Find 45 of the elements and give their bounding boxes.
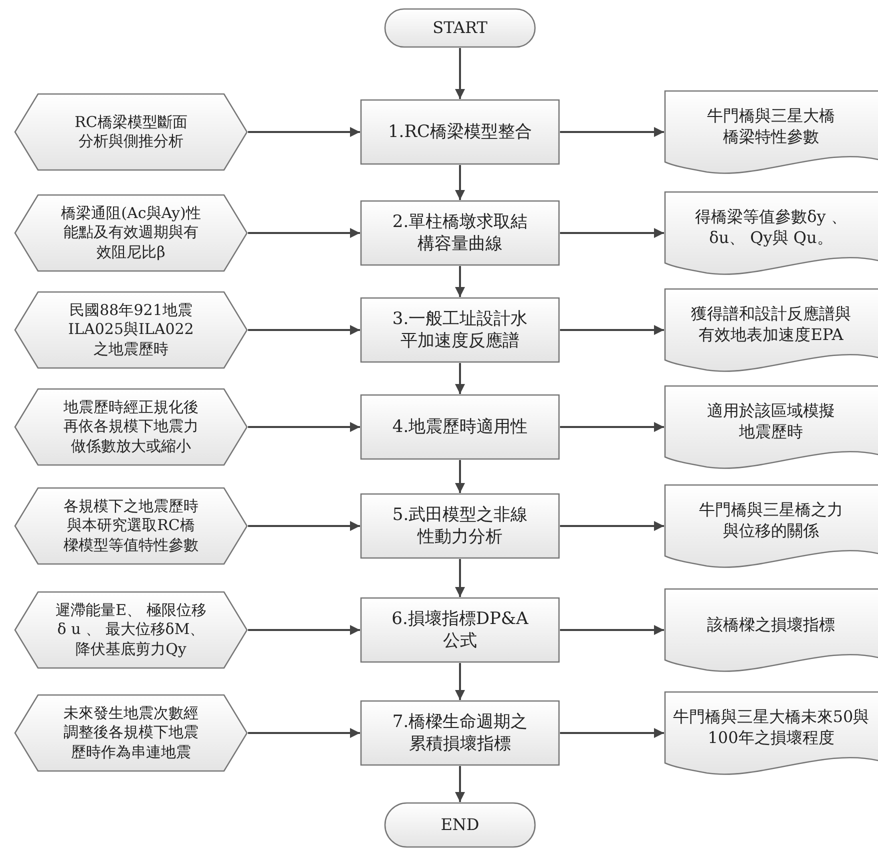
document-shape: 得橋梁等值參數δy 、 δu、 Qy與 Qu。 — [664, 191, 878, 277]
arrow — [560, 728, 664, 738]
arrow — [455, 559, 465, 597]
process-box: 6.損壞指標DP&A公式 — [360, 597, 560, 663]
process-box: 5.武田模型之非線性動力分析 — [360, 493, 560, 559]
arrow — [455, 363, 465, 394]
arrow — [560, 521, 664, 531]
terminal-box: START — [384, 8, 536, 48]
input-hexagon: 未來發生地震次數經調整後各規模下地震歷時作為串連地震 — [14, 694, 248, 772]
arrow — [248, 728, 360, 738]
arrow — [560, 127, 664, 137]
arrow — [560, 228, 664, 238]
arrow — [248, 521, 360, 531]
process-box: 2.單柱橋墩求取結構容量曲線 — [360, 200, 560, 266]
document-shape: 該橋樑之損壞指標 — [664, 588, 878, 674]
arrow — [560, 325, 664, 335]
document-shape: 牛門橋與三星橋之力與位移的關係 — [664, 484, 878, 570]
input-hexagon: 地震歷時經正規化後再依各規模下地震力做係數放大或縮小 — [14, 388, 248, 466]
process-box: 1.RC橋梁模型整合 — [360, 99, 560, 165]
arrow — [248, 127, 360, 137]
input-hexagon: 民國88年921地震ILA025與ILA022之地震歷時 — [14, 291, 248, 369]
arrow — [560, 422, 664, 432]
input-hexagon: RC橋梁模型斷面分析與側推分析 — [14, 93, 248, 171]
arrow — [455, 766, 465, 802]
document-shape: 牛門橋與三星大橋橋梁特性參數 — [664, 90, 878, 176]
arrow — [248, 625, 360, 635]
arrow — [455, 266, 465, 297]
arrow — [455, 48, 465, 99]
arrow — [248, 422, 360, 432]
arrow — [455, 165, 465, 200]
arrow — [248, 228, 360, 238]
terminal-box: END — [384, 802, 536, 848]
arrow — [455, 663, 465, 700]
arrow — [248, 325, 360, 335]
document-shape: 獲得譜和設計反應譜與有效地表加速度EPA — [664, 288, 878, 374]
process-box: 7.橋樑生命週期之累積損壞指標 — [360, 700, 560, 766]
input-hexagon: 各規模下之地震歷時與本研究選取RC橋樑模型等值特性參數 — [14, 487, 248, 565]
arrow — [455, 460, 465, 493]
process-box: 4.地震歷時適用性 — [360, 394, 560, 460]
process-box: 3.一般工址設計水平加速度反應譜 — [360, 297, 560, 363]
input-hexagon: 橋梁通阻(Ac與Ay)性能點及有效週期與有效阻尼比β — [14, 194, 248, 272]
document-shape: 適用於該區域模擬地震歷時 — [664, 385, 878, 471]
input-hexagon: 遲滯能量E、 極限位移δ u 、 最大位移δM、降伏基底剪力Qy — [14, 591, 248, 669]
arrow — [560, 625, 664, 635]
document-shape: 牛門橋與三星大橋未來50與100年之損壞程度 — [664, 691, 878, 777]
